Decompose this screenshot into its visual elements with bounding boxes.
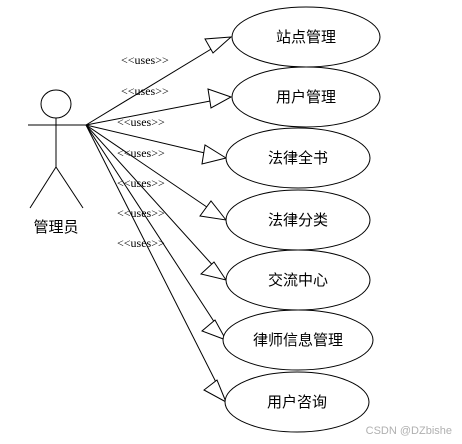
arrowhead-2 [207,88,233,109]
use-case-communication-center: 交流中心 [225,249,371,311]
association-line-1 [85,36,232,126]
use-case-ellipse [225,127,371,189]
arrowhead-7 [203,379,227,404]
stereotype-label-1: <<uses>> [121,53,169,67]
stereotype-labels: <<uses>> <<uses>> <<uses>> <<uses>> <<us… [117,53,169,250]
arrowheads [199,36,233,404]
actor-left-leg [29,166,57,209]
use-case-ellipse [231,66,381,128]
use-case-law-book: 法律全书 [225,127,371,189]
actor-admin [28,89,86,209]
use-case-label: 律师信息管理 [253,331,343,349]
association-lines [85,36,232,403]
association-line-7 [85,124,227,403]
watermark-text: CSDN @DZbishe [366,425,452,437]
use-case-law-category: 法律分类 [225,189,371,251]
arrowhead-6 [201,319,228,341]
arrowhead-3 [201,144,228,165]
association-line-3 [85,124,227,159]
stereotype-label-6: <<uses>> [117,206,165,220]
arrowhead-1 [204,36,233,54]
actor-label: 管理员 [33,218,78,236]
use-case-site-management: 站点管理 [231,6,381,68]
use-case-label: 用户咨询 [267,393,327,411]
use-case-user-management: 用户管理 [231,66,381,128]
arrowhead-4 [199,200,228,221]
stereotype-label-3: <<uses>> [117,115,165,129]
use-case-user-consultation: 用户咨询 [224,371,370,433]
use-case-label: 用户管理 [276,88,336,106]
use-case-label: 站点管理 [276,28,336,46]
association-line-5 [85,124,227,281]
actor-head [40,89,72,119]
actor-right-leg [55,166,84,209]
stereotype-label-5: <<uses>> [117,176,165,190]
arrowhead-5 [199,261,228,281]
use-cases: 站点管理 用户管理 法律全书 法律分类 交流中心 律师信息管理 用户咨询 [222,6,381,433]
use-case-ellipse [224,371,370,433]
association-line-4 [85,124,227,221]
use-case-label: 交流中心 [268,271,328,289]
association-line-2 [85,96,232,126]
use-case-label: 法律分类 [268,211,328,229]
use-case-ellipse [222,309,374,371]
stereotype-label-4: <<uses>> [117,146,165,160]
association-line-6 [85,124,227,341]
use-case-label: 法律全书 [268,149,328,167]
stereotype-label-7: <<uses>> [117,236,165,250]
stereotype-label-2: <<uses>> [121,84,169,98]
use-case-lawyer-info-management: 律师信息管理 [222,309,374,371]
